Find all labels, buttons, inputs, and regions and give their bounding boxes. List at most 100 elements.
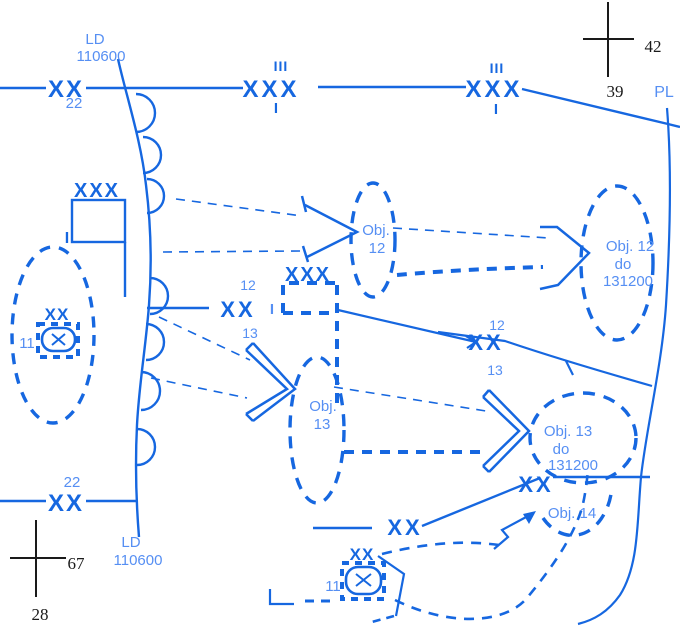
bottom-left-bracket (268, 589, 294, 606)
arrow-to-obj12 (300, 195, 360, 263)
line-of-contact (116, 58, 209, 538)
lower-boundary-xx-2: XX (518, 472, 553, 497)
grid-number-67: 67 (68, 554, 86, 573)
dashed-connectors (150, 198, 550, 412)
route-tail-dash (367, 614, 395, 625)
double-arrow-to-obj13do (482, 389, 531, 473)
obj12do-ellipse (579, 184, 655, 342)
center-boundary-13: 13 (242, 325, 258, 341)
connector-3 (392, 227, 550, 239)
connector-6 (333, 386, 487, 412)
boundary-number-22-top: 22 (66, 95, 83, 112)
lower-boundary (313, 475, 650, 530)
ld-label-top: LD (85, 31, 104, 48)
obj13do-ellipse (528, 391, 638, 485)
ld-label-bottom: LD (121, 534, 140, 551)
obj13-label-2: 13 (314, 416, 331, 433)
scallop-4 (149, 276, 170, 316)
obj13do-label-2: do (553, 441, 570, 458)
flag-sub-i: I (65, 230, 69, 247)
echelon-xxx-right: XXX (465, 76, 522, 103)
echelon-xx-top-left: XX (48, 76, 84, 103)
connector-4 (158, 316, 251, 361)
echelon-i-right: I (494, 101, 498, 118)
arrow-to-obj12do (539, 225, 591, 291)
top-boundary-line (0, 85, 680, 129)
bold-dashed-junction (281, 265, 544, 454)
connector-2 (162, 250, 301, 253)
right-boundary-13: 13 (487, 362, 503, 378)
obj13do-label-1: Obj. 13 (544, 423, 592, 440)
center-boundary-xx: XX (220, 297, 255, 322)
bottom-unit-armor-cross (355, 573, 372, 587)
junction-echelon-xxx: XXX (285, 264, 331, 286)
bottom-unit-number: 11 (325, 578, 341, 595)
boundary-number-22-bottom: 22 (64, 474, 81, 491)
phase-line-pl (577, 107, 672, 626)
route-arrow-shaft (493, 515, 529, 550)
obj13-label-1: Obj. (309, 398, 337, 415)
corps-flag-rect (70, 198, 127, 244)
obj12do-label-2: do (615, 256, 632, 273)
assembly-area-11 (10, 245, 96, 425)
bottom-unit-armor-oval (344, 565, 383, 596)
pointer-line-boundary (337, 308, 477, 349)
right-boundary-12: 12 (489, 317, 505, 333)
boundary-tick (565, 360, 574, 376)
obj13do-label-3: 131200 (548, 457, 598, 474)
attack-arrows (245, 195, 591, 473)
labels: LD 110600 XX 22 III XXX I III XXX I 42 3… (19, 31, 674, 624)
boundary-12-13-right (437, 330, 653, 388)
bottom-unit-echelon: XX (350, 545, 375, 564)
route-curve-upper (381, 541, 506, 556)
bottom-unit-11 (340, 561, 386, 601)
obj12-ellipse (349, 181, 397, 299)
echelon-i-mid: I (274, 100, 278, 117)
center-boundary-12: 12 (240, 277, 256, 293)
phase-line-label: PL (654, 84, 674, 101)
echelon-iii-right: III (490, 60, 505, 76)
junction-bracket (281, 281, 336, 315)
right-boundary-xx: XX (468, 330, 503, 355)
line-of-contact-spine (116, 58, 152, 538)
obj14-label: Obj. 14 (548, 505, 596, 522)
bottom-routes (268, 468, 590, 625)
connector-5 (150, 377, 248, 399)
obj12-label-1: Obj. (362, 222, 390, 239)
obj12do-label-3: 131200 (603, 273, 653, 290)
scallop-3 (146, 177, 166, 215)
scallop-1 (135, 92, 157, 134)
unit-11-number: 11 (19, 335, 35, 352)
obj12-label-2: 12 (369, 240, 386, 257)
lower-boundary-xx-1: XX (387, 515, 422, 540)
obj12do-label-1: Obj. 12 (606, 238, 654, 255)
unit-11-armor-oval (40, 326, 77, 353)
echelon-xx-bottom-left: XX (48, 490, 84, 517)
axis-to-obj12do (396, 265, 544, 277)
center-boundary-i: I (270, 301, 274, 318)
grid-number-28: 28 (32, 605, 49, 624)
unit-11-echelon: XX (45, 305, 70, 324)
lower-boundary-seg2 (421, 476, 541, 528)
scallop-5 (145, 322, 166, 362)
echelon-iii-mid: III (274, 58, 289, 74)
objective-ellipses (288, 181, 655, 538)
connector-1 (175, 198, 303, 217)
route-arrowhead (523, 511, 536, 524)
boundary-12-13-curve (437, 330, 653, 388)
obj14-arc (541, 486, 614, 538)
ld-time-top: 110600 (77, 48, 126, 65)
route-curve-lower (394, 468, 590, 621)
scallop-7 (136, 427, 157, 467)
corps-flag-symbol (70, 198, 127, 297)
grid-crosses (10, 2, 634, 597)
double-arrow-to-obj13 (245, 342, 297, 422)
flag-echelon-xxx: XXX (74, 180, 120, 202)
scallop-2 (142, 135, 163, 175)
route-tail-solid (377, 555, 406, 617)
unit-11-frame-dashed (36, 322, 80, 359)
unit-11-armor-cross (51, 333, 66, 346)
grid-number-42: 42 (645, 37, 662, 56)
